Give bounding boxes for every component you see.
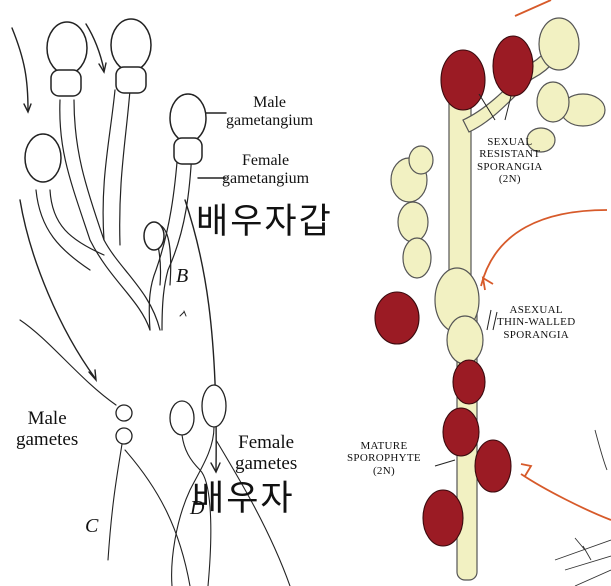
gametangia (25, 19, 206, 250)
flow-arrow (12, 28, 28, 110)
female-gametes-label: Female gametes (235, 432, 297, 475)
panel-c-label: C (85, 515, 98, 537)
panel-b-label: B (176, 265, 188, 287)
male-gametes-label: Male gametes (16, 408, 78, 451)
sexual-sporangia-label: SEXUAL RESISTANT SPORANGIA (2n) (477, 136, 543, 185)
sporophyte-diagram: SEXUAL RESISTANT SPORANGIA (2n) ASEXUAL … (345, 0, 611, 586)
mature-sporophyte-label: MATURE SPOROPHYTE (2n) (347, 440, 421, 477)
female-gametangium-label: Female gametangium (222, 152, 309, 188)
gametophyte-diagram: Male gametangium Female gametangium Male… (0, 0, 345, 586)
sporophyte-body (391, 18, 605, 580)
sporophyte-drawing (345, 0, 611, 586)
gametes (116, 385, 226, 444)
flow-arrow (20, 200, 95, 378)
korean-overlay-bottom: 배우자 (192, 482, 295, 517)
flow-arrow (86, 24, 104, 70)
korean-overlay-top: 배우자갑 (196, 205, 333, 240)
asexual-sporangia-label: ASEXUAL THIN-WALLED SPORANGIA (497, 304, 575, 341)
hyphae (36, 90, 192, 330)
specimen-mark (180, 311, 186, 316)
male-gametangium-label: Male gametangium (226, 94, 313, 130)
